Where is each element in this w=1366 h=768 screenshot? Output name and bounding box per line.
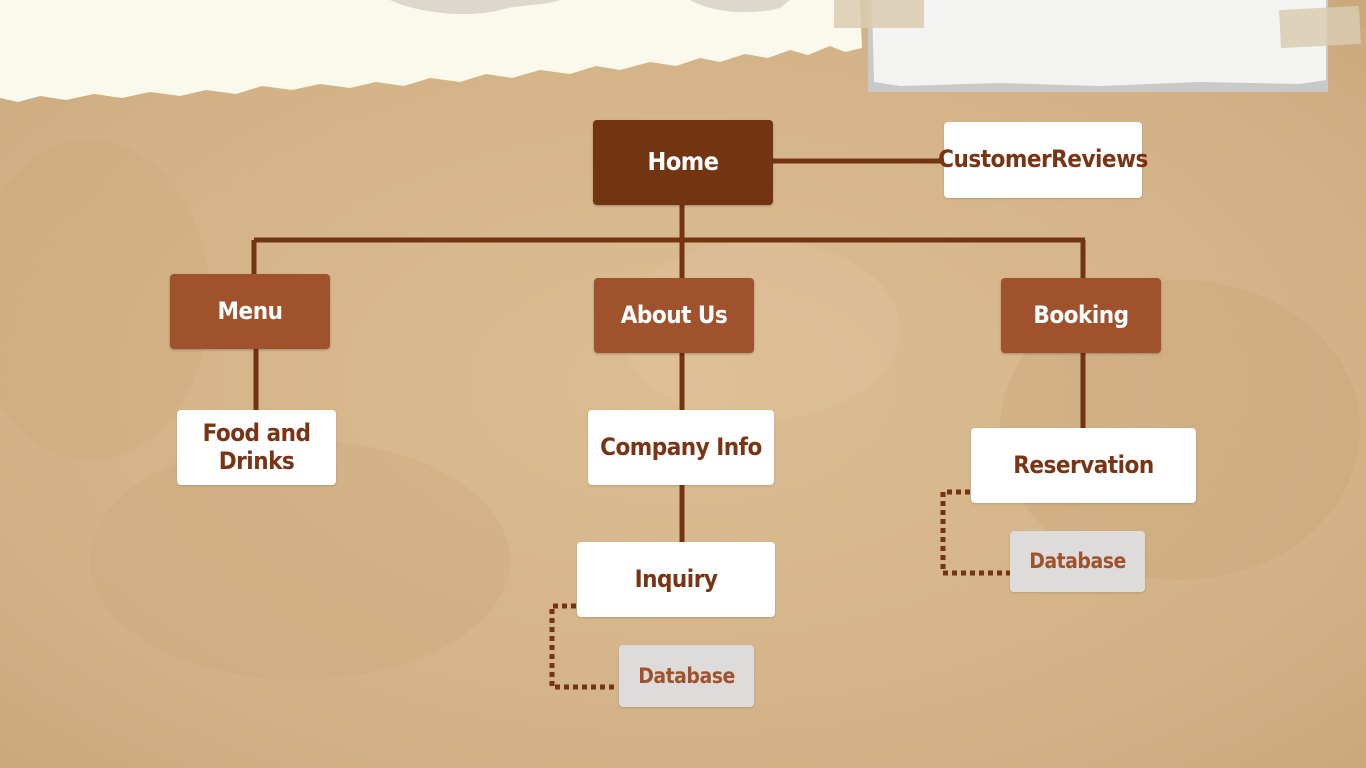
- food-and-drinks-label-line1: Food and: [202, 418, 311, 447]
- home-label: Home: [647, 147, 719, 177]
- menu-label: Menu: [217, 296, 283, 325]
- company-info-label: Company Info: [600, 432, 762, 461]
- taped-note: [834, 0, 1361, 92]
- about-us-label: About Us: [620, 300, 728, 329]
- menu-node: Menu: [170, 274, 330, 349]
- customer-reviews-node: CustomerReviews: [938, 122, 1148, 198]
- booking-node: Booking: [1001, 278, 1161, 353]
- home-node: Home: [593, 120, 773, 205]
- inquiry-database-label: Database: [638, 663, 735, 688]
- torn-paper-strip: [0, 0, 862, 102]
- dotted-connector-inquiry-database: [549, 603, 618, 690]
- customer-reviews-label: CustomerReviews: [938, 145, 1148, 174]
- booking-label: Booking: [1033, 300, 1129, 329]
- reservation-label: Reservation: [1013, 450, 1154, 479]
- food-and-drinks-node: Food and Drinks: [177, 410, 336, 485]
- about-us-node: About Us: [594, 278, 754, 353]
- food-and-drinks-label-line2: Drinks: [218, 446, 295, 475]
- company-info-node: Company Info: [588, 410, 774, 485]
- dotted-connector-reservation-database: [940, 489, 1010, 576]
- reservation-database-node: Database: [1010, 531, 1145, 592]
- reservation-database-label: Database: [1029, 549, 1126, 574]
- inquiry-label: Inquiry: [634, 564, 718, 593]
- inquiry-database-node: Database: [619, 645, 754, 707]
- inquiry-node: Inquiry: [577, 542, 775, 617]
- reservation-node: Reservation: [971, 428, 1196, 503]
